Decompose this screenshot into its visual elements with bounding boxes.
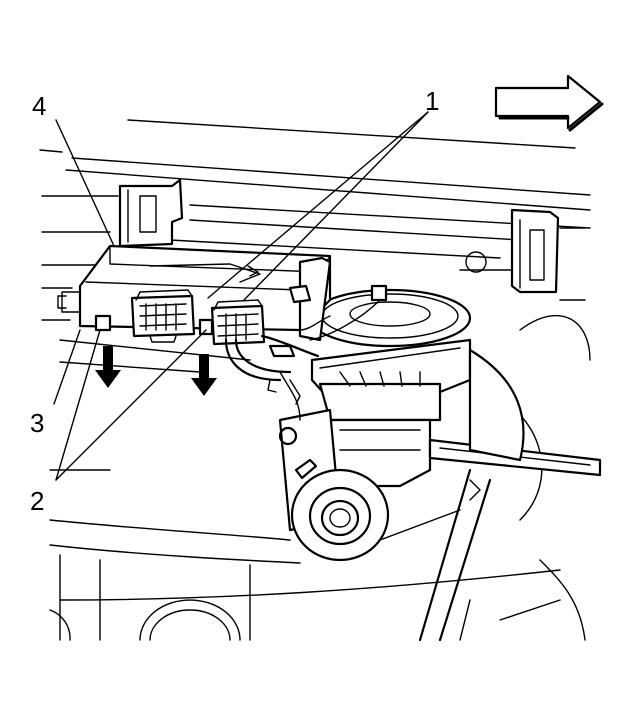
- callout-3: 3: [30, 408, 44, 438]
- down-arrow-icon-2: [191, 354, 217, 396]
- mounting-bracket: [118, 178, 184, 248]
- leader-lines: [53, 111, 429, 481]
- vehicle-body-panel: [39, 119, 591, 641]
- pulley: [290, 468, 461, 562]
- electrical-connector-right: [210, 299, 266, 346]
- callout-2: 2: [30, 486, 44, 516]
- mounting-bracket-right: [459, 208, 560, 294]
- electrical-connector-left: [130, 289, 196, 343]
- callout-1: 1: [425, 86, 439, 116]
- callout-4: 4: [32, 91, 46, 121]
- right-arrow-icon: [494, 74, 604, 132]
- down-arrow-icon: [95, 346, 121, 388]
- cable: [418, 468, 492, 642]
- wiring-harness: [224, 299, 381, 421]
